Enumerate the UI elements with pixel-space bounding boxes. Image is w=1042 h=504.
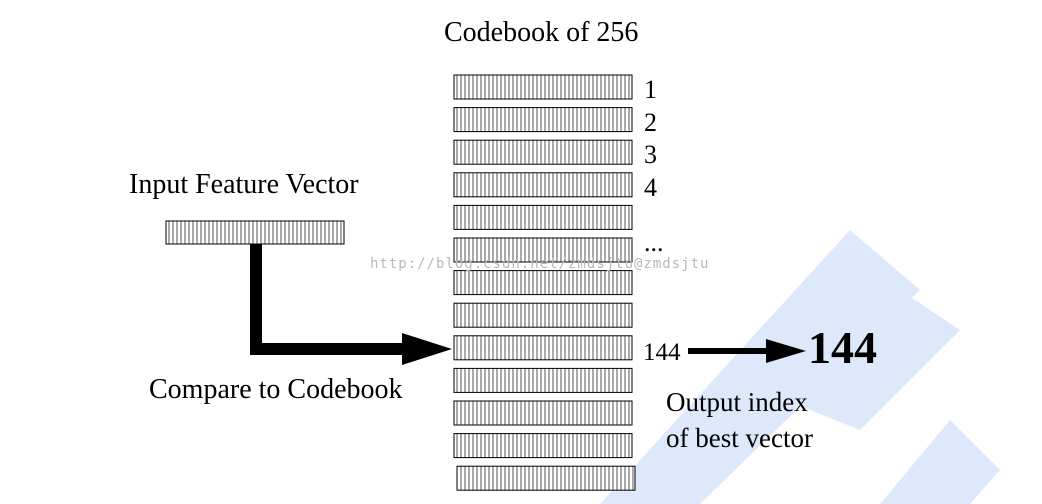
compare-label: Compare to Codebook bbox=[149, 374, 403, 405]
input-feature-vector bbox=[165, 220, 345, 245]
codebook-row bbox=[453, 367, 633, 393]
matched-index-label: 144 bbox=[643, 339, 681, 366]
codebook-row bbox=[453, 270, 633, 296]
codebook-row bbox=[453, 400, 633, 426]
output-arrow-head bbox=[766, 339, 806, 363]
output-caption-line-1: Output index bbox=[666, 387, 808, 417]
codebook-row bbox=[453, 433, 633, 459]
codebook-row bbox=[453, 139, 633, 165]
codebook bbox=[453, 74, 636, 491]
input-feature-vector-label: Input Feature Vector bbox=[129, 169, 359, 200]
output-index-caption: Output index of best vector bbox=[666, 384, 813, 456]
output-index-value: 144 bbox=[808, 322, 877, 373]
codebook-row-label: 3 bbox=[644, 140, 657, 170]
output-caption-line-2: of best vector bbox=[666, 423, 813, 453]
codebook-row-label: ... bbox=[644, 228, 664, 257]
watermark-url: http://blog.csdn.net/zmdsjtu@zmdsjtu bbox=[370, 256, 710, 272]
codebook-row bbox=[453, 172, 633, 198]
compare-arrow-head bbox=[402, 333, 452, 365]
codebook-row bbox=[453, 107, 633, 133]
codebook-row bbox=[453, 302, 633, 328]
codebook-title: Codebook of 256 bbox=[444, 17, 639, 48]
background-watermark-shape bbox=[600, 230, 1000, 504]
codebook-row bbox=[453, 237, 633, 263]
codebook-row-label: 1 bbox=[644, 75, 657, 104]
codebook-row bbox=[453, 74, 633, 100]
compare-arrow-shaft bbox=[250, 244, 405, 355]
codebook-row-label: 4 bbox=[644, 172, 657, 202]
codebook-row bbox=[456, 465, 636, 491]
codebook-row bbox=[453, 204, 633, 230]
codebook-row-label: 2 bbox=[644, 107, 657, 137]
codebook-row bbox=[453, 335, 633, 361]
